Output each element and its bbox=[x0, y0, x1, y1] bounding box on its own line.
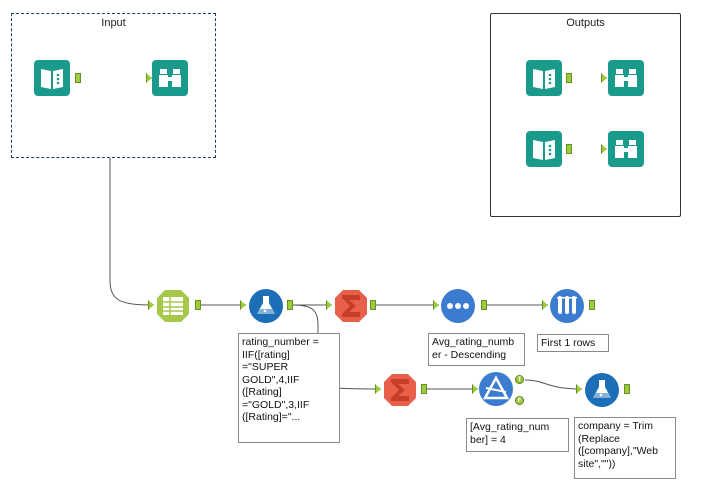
table-icon bbox=[157, 290, 189, 322]
output-anchor[interactable] bbox=[370, 300, 376, 310]
formula-tool-1[interactable] bbox=[248, 288, 284, 324]
filter-tool[interactable] bbox=[478, 371, 514, 407]
output-anchor[interactable] bbox=[421, 384, 427, 394]
summarize-tool-1[interactable] bbox=[333, 288, 369, 324]
output-anchor[interactable] bbox=[566, 144, 572, 154]
output-browse-tool-2[interactable] bbox=[608, 131, 644, 167]
dots-icon bbox=[441, 289, 475, 323]
false-anchor[interactable]: F bbox=[515, 396, 524, 405]
output-anchor[interactable] bbox=[566, 73, 572, 83]
outputs-container-title: Outputs bbox=[566, 17, 605, 29]
output-anchor[interactable] bbox=[589, 300, 595, 310]
sample-tool[interactable] bbox=[549, 288, 585, 324]
sample-annotation: First 1 rows bbox=[537, 334, 609, 352]
binoculars-icon bbox=[608, 60, 644, 96]
outputs-container[interactable]: Outputs bbox=[490, 13, 681, 217]
formula-tool-2[interactable] bbox=[584, 372, 620, 408]
text-input-tool[interactable] bbox=[155, 288, 191, 324]
flask-icon bbox=[249, 289, 283, 323]
output-anchor[interactable] bbox=[287, 300, 293, 310]
input-container-title: Input bbox=[101, 17, 126, 29]
book-icon bbox=[526, 131, 562, 167]
output-anchor[interactable] bbox=[75, 73, 81, 83]
triangle-filter-icon bbox=[479, 372, 513, 406]
output-input-tool-2[interactable] bbox=[526, 131, 562, 167]
sigma-icon bbox=[384, 374, 416, 406]
binoculars-icon bbox=[152, 60, 188, 96]
book-icon bbox=[526, 60, 562, 96]
flask-icon bbox=[585, 373, 619, 407]
output-input-tool-1[interactable] bbox=[526, 60, 562, 96]
browse-tool[interactable] bbox=[152, 60, 188, 96]
wire-filter-formula2 bbox=[524, 379, 581, 390]
sort-tool[interactable] bbox=[440, 288, 476, 324]
filter-annotation: [Avg_rating_num ber] = 4 bbox=[466, 418, 569, 452]
sigma-icon bbox=[335, 290, 367, 322]
summarize-tool-2[interactable] bbox=[382, 372, 418, 408]
test-tubes-icon bbox=[550, 289, 584, 323]
formula1-annotation: rating_number = IIF([rating] ="SUPER GOL… bbox=[238, 333, 340, 443]
binoculars-icon bbox=[608, 131, 644, 167]
true-anchor[interactable]: T bbox=[515, 375, 524, 384]
output-anchor[interactable] bbox=[481, 300, 487, 310]
sort-annotation: Avg_rating_numb er - Descending bbox=[428, 333, 525, 366]
output-browse-tool-1[interactable] bbox=[608, 60, 644, 96]
input-data-tool[interactable] bbox=[34, 60, 70, 96]
formula2-annotation: company = Trim (Replace ([company],"Web … bbox=[574, 417, 676, 479]
output-anchor[interactable] bbox=[624, 384, 630, 394]
book-icon bbox=[34, 60, 70, 96]
output-anchor[interactable] bbox=[195, 300, 201, 310]
